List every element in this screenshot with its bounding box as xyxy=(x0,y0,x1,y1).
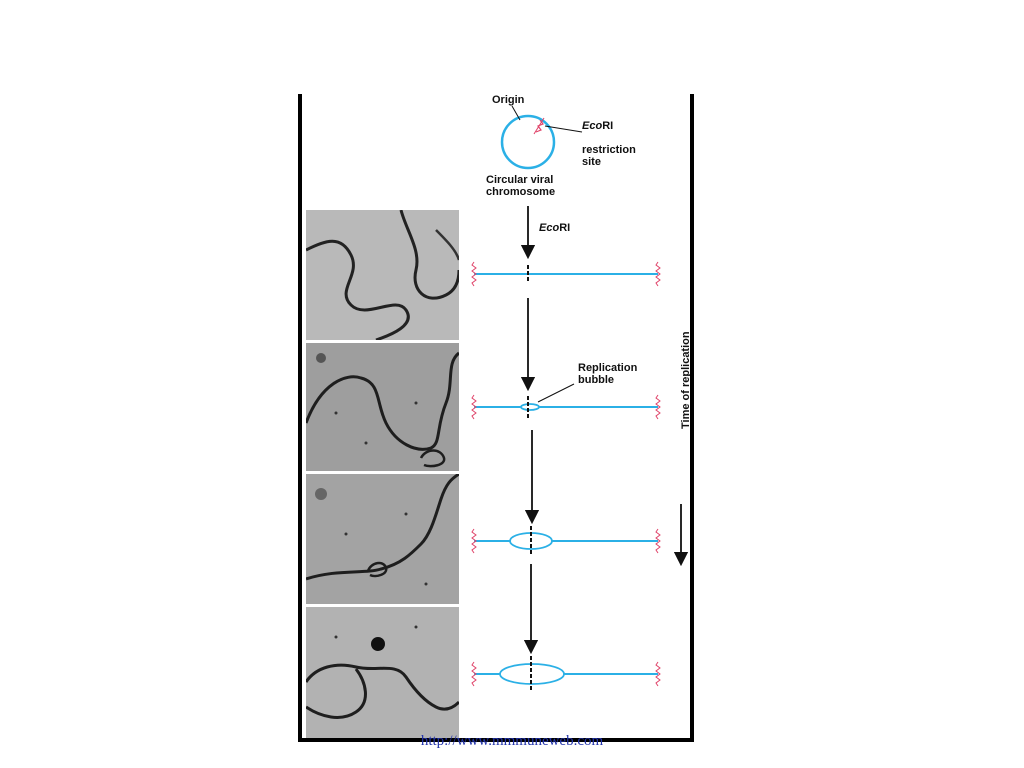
footer-url[interactable]: http://www.mmmuneweb.com xyxy=(420,733,604,749)
ecori-label: EcoRI xyxy=(582,120,613,132)
micrograph-2-image xyxy=(306,343,459,471)
circular-chromosome xyxy=(500,114,556,170)
ecori-restriction-label: EcoRI restriction site xyxy=(582,108,636,168)
origin-pointer xyxy=(511,105,521,121)
ecori-label-rest: RI xyxy=(602,120,614,132)
origin-label: Origin xyxy=(492,94,525,106)
bubble-pointer xyxy=(537,383,575,403)
time-of-replication-label: Time of replication xyxy=(680,331,690,429)
figure-panel: Origin EcoRI restriction site Circular v… xyxy=(302,94,690,738)
restriction-site-mark xyxy=(535,119,544,133)
figure-frame: Origin EcoRI restriction site Circular v… xyxy=(298,94,694,742)
linear-molecule-2 xyxy=(471,394,661,420)
micrograph-3-image xyxy=(306,474,459,604)
replication-diagram xyxy=(471,105,689,692)
ecori-label-italic: Eco xyxy=(582,120,603,132)
micrograph-4 xyxy=(306,607,459,738)
micrograph-3 xyxy=(306,474,459,604)
circular-chromosome-label: Circular viral chromosome xyxy=(486,174,556,198)
linear-molecule-3 xyxy=(471,526,661,556)
restriction-site-label: restriction site xyxy=(582,144,636,168)
restriction-site-pointer xyxy=(544,125,583,133)
restriction-site-mark-line xyxy=(533,117,545,135)
micrograph-2 xyxy=(306,343,459,471)
micrograph-1-image xyxy=(306,210,459,340)
ecori-arrow-label-rest: RI xyxy=(559,222,571,234)
ecori-arrow-label: EcoRI xyxy=(539,222,570,234)
replication-bubble-label: Replication bubble xyxy=(578,362,638,386)
linear-molecule-4 xyxy=(471,656,661,692)
micrograph-1 xyxy=(306,210,459,340)
micrograph-4-image xyxy=(306,607,459,738)
linear-molecule-1 xyxy=(471,261,661,287)
ecori-arrow-label-italic: Eco xyxy=(539,222,560,234)
